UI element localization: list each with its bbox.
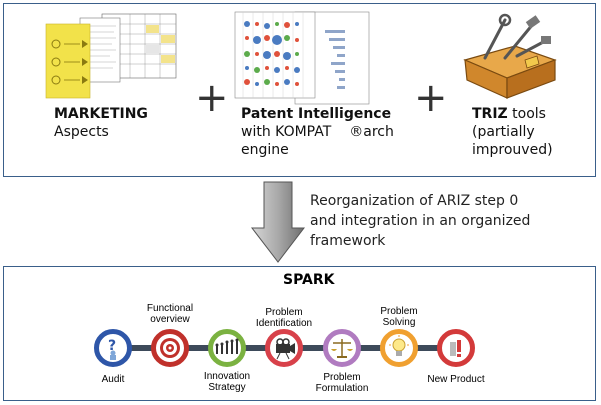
patent-map-image	[234, 11, 370, 105]
step-label-text: Problem Formulation	[315, 372, 369, 394]
patent-title: Patent Intelligence	[241, 106, 392, 122]
step-label-text: Problem Solving	[380, 306, 418, 328]
step-problem-solving	[380, 329, 418, 367]
triz-label: TRIZ tools (partially improuved)	[472, 105, 553, 159]
arrow-description: Reorganization of ARIZ step 0 and integr…	[310, 191, 530, 251]
marketing-documents-image	[45, 13, 177, 99]
svg-text:?: ?	[108, 338, 116, 354]
target-icon	[160, 338, 180, 358]
toolbox-image	[463, 13, 557, 99]
arrow-text-line: Reorganization of ARIZ step 0	[310, 193, 519, 209]
step-problem-identification	[265, 329, 303, 367]
triz-title: TRIZ	[472, 106, 508, 122]
evolution-icon	[215, 338, 239, 354]
patent-label: Patent Intelligence with KOMPAT ®arch eng…	[241, 105, 416, 159]
step-label-audit: Audit	[101, 374, 125, 385]
gift-icon	[450, 340, 461, 357]
registered-mark: ®	[349, 124, 364, 140]
triz-line3: improuved)	[472, 142, 553, 158]
arrow-text-line: and integration in an organized	[310, 213, 531, 229]
lightbulb-icon	[389, 335, 409, 356]
step-label-problem-identification: Problem Identification	[239, 307, 329, 329]
question-figure-icon: ?	[108, 338, 116, 360]
step-label-text: Innovation Strategy	[203, 371, 251, 393]
camera-icon	[276, 338, 295, 360]
plus-sign: +	[195, 75, 229, 121]
step-audit: ?	[94, 329, 132, 367]
step-new-product	[437, 329, 475, 367]
triz-line2: (partially	[472, 124, 535, 140]
down-arrow-icon	[250, 181, 306, 263]
plus-sign: +	[414, 75, 448, 121]
step-functional-overview	[151, 329, 189, 367]
spark-title: SPARK	[283, 272, 335, 288]
step-label-new-product: New Product	[427, 374, 485, 385]
step-label-functional-overview: Functional overview	[125, 303, 215, 325]
scales-icon	[331, 339, 353, 358]
step-label-problem-formulation: Problem Formulation	[297, 372, 387, 394]
step-label-text: Functional overview	[146, 303, 194, 325]
arrow-text-line: framework	[310, 233, 386, 249]
marketing-subtitle: Aspects	[54, 124, 109, 140]
step-innovation-strategy	[208, 329, 246, 367]
step-label-innovation-strategy: Innovation Strategy	[182, 371, 272, 393]
patent-line2b: arch	[363, 124, 394, 140]
patent-line2: with KOMPAT	[241, 124, 332, 140]
step-problem-formulation	[323, 329, 361, 367]
marketing-title: MARKETING	[54, 106, 148, 122]
step-label-problem-solving: Problem Solving	[354, 306, 444, 328]
triz-rest: tools	[507, 106, 546, 122]
patent-line3: engine	[241, 142, 289, 158]
marketing-label: MARKETING Aspects	[54, 105, 148, 141]
step-label-text: Problem Identification	[255, 307, 313, 329]
